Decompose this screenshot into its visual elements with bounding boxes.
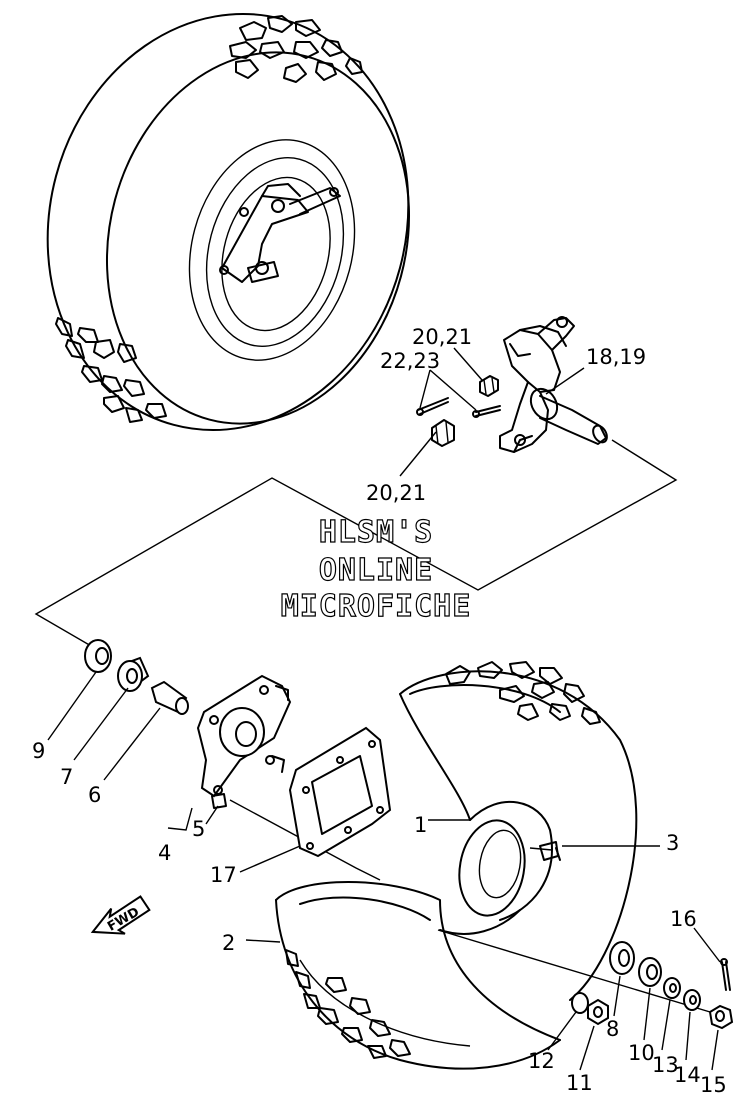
castle-nut-lower <box>431 419 455 447</box>
upper-half-tread <box>445 661 601 725</box>
callout-leaders <box>47 347 721 1071</box>
forward-direction-arrow: FWD <box>90 895 151 935</box>
callout-3: 3 <box>666 831 679 855</box>
callout-18-19: 18,19 <box>586 345 646 369</box>
upper-tire-tread <box>229 15 363 83</box>
steering-knuckle <box>499 316 608 453</box>
assembled-front-wheel <box>46 12 411 432</box>
callout-16: 16 <box>670 907 697 931</box>
callout-11: 11 <box>566 1071 593 1095</box>
watermark-line-2: ONLINE <box>319 553 433 588</box>
washer-12 <box>571 992 589 1014</box>
callout-17: 17 <box>210 863 237 887</box>
brake-disc-plate-17 <box>288 726 392 858</box>
washer-14 <box>683 989 701 1011</box>
watermark-line-1: HLSM'S <box>319 515 433 550</box>
callout-2: 2 <box>222 931 235 955</box>
oil-seal-9 <box>84 639 112 673</box>
castle-nut-upper <box>479 375 499 397</box>
bearing-8 <box>609 941 635 975</box>
watermark-line-3: MICROFICHE <box>281 589 472 624</box>
callout-20-21-top: 20,21 <box>412 325 472 349</box>
valve-stem-3 <box>539 841 561 861</box>
rim-half-1 <box>399 670 638 1001</box>
callout-labels: 20,21 22,23 18,19 20,21 9 7 6 5 4 17 1 3… <box>32 325 727 1097</box>
callout-15: 15 <box>700 1073 727 1097</box>
watermark: HLSM'S ONLINE MICROFICHE <box>280 514 472 624</box>
front-hub-4 <box>196 674 292 798</box>
nut-11 <box>587 998 609 1026</box>
cotter-pins <box>416 397 501 418</box>
callout-10: 10 <box>628 1041 655 1065</box>
lower-half-tread <box>285 949 411 1059</box>
callout-13: 13 <box>652 1053 679 1077</box>
rim-half-2 <box>275 881 561 1070</box>
callout-14: 14 <box>674 1063 701 1087</box>
hub-bolt-5 <box>211 793 227 809</box>
callout-4: 4 <box>158 841 171 865</box>
callout-1: 1 <box>414 813 427 837</box>
bearing-7 <box>117 656 150 692</box>
callout-7: 7 <box>60 765 73 789</box>
callout-8: 8 <box>606 1017 619 1041</box>
nut-15 <box>708 1004 734 1030</box>
spacer-6 <box>150 680 189 715</box>
upper-wheel-hub <box>219 183 341 283</box>
callout-5: 5 <box>192 817 205 841</box>
callout-22-23: 22,23 <box>380 349 440 373</box>
bearing-10 <box>638 957 662 987</box>
upper-tire-tread-lower <box>55 317 167 423</box>
callout-9: 9 <box>32 739 45 763</box>
callout-20-21-bottom: 20,21 <box>366 481 426 505</box>
cotter-pin-16 <box>720 958 731 991</box>
callout-12: 12 <box>528 1049 555 1073</box>
washer-13 <box>663 977 681 999</box>
callout-6: 6 <box>88 783 101 807</box>
assembly-lines <box>34 439 721 1016</box>
